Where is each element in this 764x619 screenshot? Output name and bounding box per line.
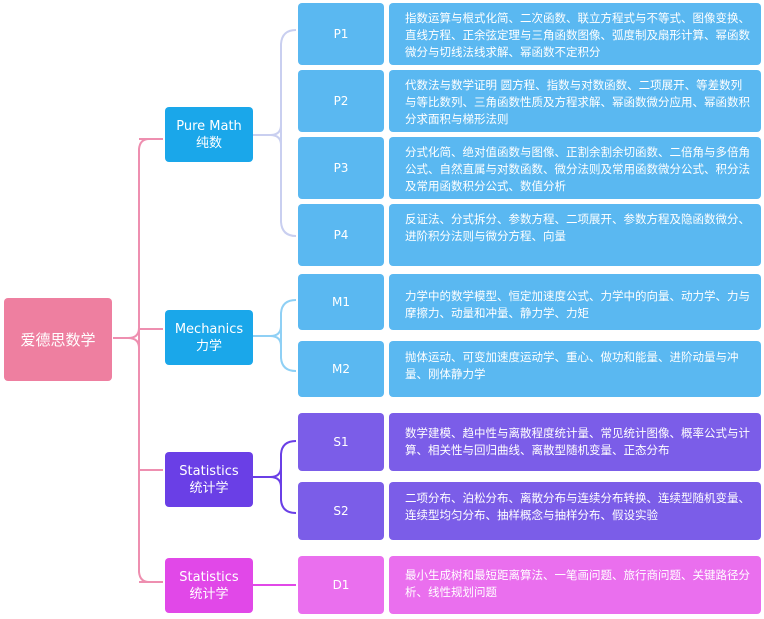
category-name-cn: 统计学 xyxy=(189,586,229,602)
module-desc-text: 数学建模、趋中性与离散程度统计量、常见统计图像、概率公式与计算、相关性与回归曲线… xyxy=(405,426,750,457)
module-code-label: P3 xyxy=(333,161,349,175)
module-code-p3: P3 xyxy=(298,137,384,199)
category-statistics: Statistics 统计学 xyxy=(165,452,253,507)
category-name: Statistics xyxy=(179,569,239,585)
module-code-label: M1 xyxy=(332,295,350,309)
module-desc-p4: 反证法、分式拆分、参数方程、二项展开、参数方程及隐函数微分、进阶积分法则与微分方… xyxy=(389,204,761,266)
module-code-label: D1 xyxy=(332,578,350,592)
module-desc-text: 力学中的数学模型、恒定加速度公式、力学中的向量、动力学、力与摩擦力、动量和冲量、… xyxy=(405,289,750,320)
category-name-cn: 纯数 xyxy=(195,135,222,151)
category-pure-math: Pure Math 纯数 xyxy=(165,107,253,162)
module-code-label: M2 xyxy=(332,362,350,376)
module-code-m2: M2 xyxy=(298,341,384,397)
category-name-cn: 力学 xyxy=(195,338,222,354)
category-name: Statistics xyxy=(179,463,239,479)
module-desc-d1: 最小生成树和最短距离算法、一笔画问题、旅行商问题、关键路径分析、线性规划问题 xyxy=(389,556,761,614)
module-code-d1: D1 xyxy=(298,556,384,614)
module-desc-s1: 数学建模、趋中性与离散程度统计量、常见统计图像、概率公式与计算、相关性与回归曲线… xyxy=(389,413,761,471)
category-name-cn: 统计学 xyxy=(189,480,229,496)
module-desc-text: 二项分布、泊松分布、离散分布与连续分布转换、连续型随机变量、连续型均匀分布、抽样… xyxy=(405,491,750,522)
module-code-s2: S2 xyxy=(298,482,384,540)
module-desc-text: 指数运算与根式化简、二次函数、联立方程式与不等式、图像变换、直线方程、正余弦定理… xyxy=(405,11,750,59)
module-desc-p2: 代数法与数学证明 圆方程、指数与对数函数、二项展开、等差数列与等比数列、三角函数… xyxy=(389,70,761,132)
root-node: 爱德思数学 xyxy=(4,298,112,381)
module-code-p2: P2 xyxy=(298,70,384,132)
category-name: Mechanics xyxy=(174,321,244,337)
module-code-p4: P4 xyxy=(298,204,384,266)
module-desc-text: 分式化简、绝对值函数与图像、正割余割余切函数、二倍角与多倍角公式、自然直属与对数… xyxy=(405,145,750,193)
module-code-s1: S1 xyxy=(298,413,384,471)
module-desc-text: 抛体运动、可变加速度运动学、重心、做功和能量、进阶动量与冲量、刚体静力学 xyxy=(405,350,739,381)
module-code-label: P2 xyxy=(333,94,349,108)
root-label: 爱德思数学 xyxy=(20,331,96,349)
module-code-label: P1 xyxy=(333,27,349,41)
module-desc-m1: 力学中的数学模型、恒定加速度公式、力学中的向量、动力学、力与摩擦力、动量和冲量、… xyxy=(389,274,761,330)
category-decision: Statistics 统计学 xyxy=(165,558,253,613)
module-desc-p1: 指数运算与根式化简、二次函数、联立方程式与不等式、图像变换、直线方程、正余弦定理… xyxy=(389,3,761,65)
module-code-p1: P1 xyxy=(298,3,384,65)
category-name: Pure Math xyxy=(176,118,242,134)
module-desc-text: 最小生成树和最短距离算法、一笔画问题、旅行商问题、关键路径分析、线性规划问题 xyxy=(405,568,750,599)
category-mechanics: Mechanics 力学 xyxy=(165,310,253,365)
module-desc-m2: 抛体运动、可变加速度运动学、重心、做功和能量、进阶动量与冲量、刚体静力学 xyxy=(389,341,761,397)
module-desc-text: 反证法、分式拆分、参数方程、二项展开、参数方程及隐函数微分、进阶积分法则与微分方… xyxy=(405,212,750,243)
module-code-label: P4 xyxy=(333,228,349,242)
module-code-m1: M1 xyxy=(298,274,384,330)
module-code-label: S1 xyxy=(333,435,349,449)
module-desc-s2: 二项分布、泊松分布、离散分布与连续分布转换、连续型随机变量、连续型均匀分布、抽样… xyxy=(389,482,761,540)
module-desc-p3: 分式化简、绝对值函数与图像、正割余割余切函数、二倍角与多倍角公式、自然直属与对数… xyxy=(389,137,761,199)
module-desc-text: 代数法与数学证明 圆方程、指数与对数函数、二项展开、等差数列与等比数列、三角函数… xyxy=(405,78,750,126)
module-code-label: S2 xyxy=(333,504,349,518)
